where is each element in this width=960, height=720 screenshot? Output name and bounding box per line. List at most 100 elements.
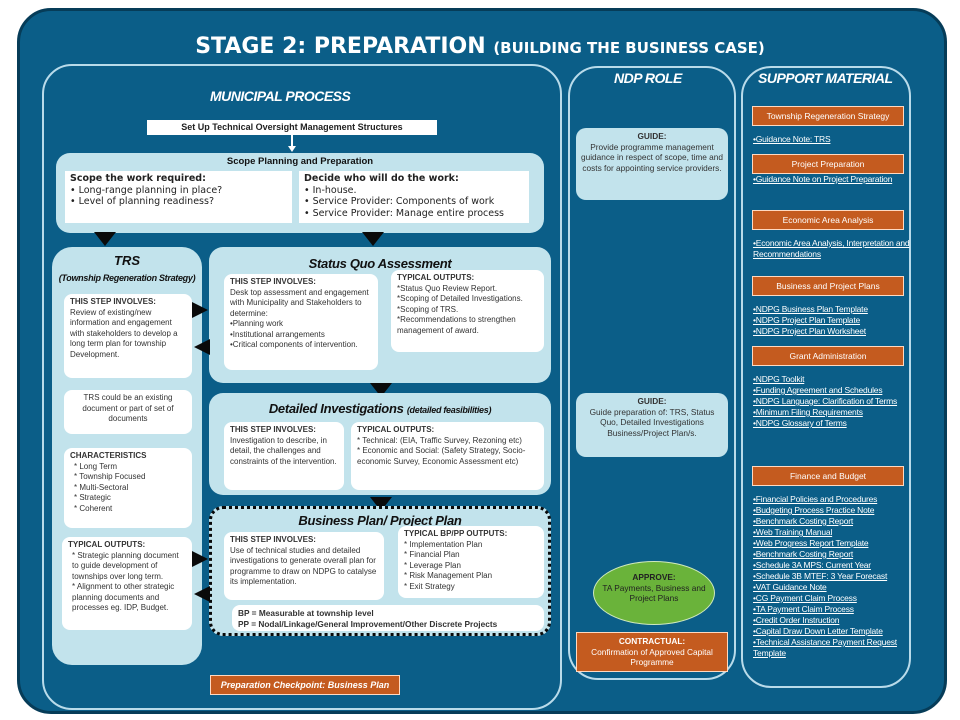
support-link[interactable]: •Benchmark Costing Report bbox=[753, 516, 854, 526]
support-links-1: •Guidance Note: TRS bbox=[753, 134, 911, 145]
trs-existing-note: TRS could be an existing document or par… bbox=[64, 390, 192, 434]
support-material-header: SUPPORT MATERIAL bbox=[758, 70, 893, 86]
support-category-3: Economic Area Analysis bbox=[752, 210, 904, 230]
business-involves-text: Use of technical studies and detailed in… bbox=[230, 545, 377, 587]
detailed-involves-text: Investigation to describe, in detail, th… bbox=[230, 435, 337, 466]
business-output-item: * Implementation Plan bbox=[404, 539, 483, 549]
support-links-5: •NDPG Toolkit•Funding Agreement and Sche… bbox=[753, 374, 911, 429]
support-link[interactable]: •Capital Draw Down Letter Template bbox=[753, 626, 883, 636]
page-title: STAGE 2: PREPARATION (BUILDING THE BUSIN… bbox=[195, 34, 765, 59]
support-link[interactable]: •CG Payment Claim Process bbox=[753, 593, 857, 603]
support-link[interactable]: •Credit Order Instruction bbox=[753, 615, 840, 625]
ndp-guide-2-text: Guide preparation of: TRS, Status Quo, D… bbox=[589, 406, 715, 438]
support-link[interactable]: •NDPG Glossary of Terms bbox=[753, 418, 847, 428]
trs-involves-heading: THIS STEP INVOLVES: bbox=[70, 297, 156, 306]
trs-subtitle: (Township Regeneration Strategy) bbox=[58, 273, 196, 283]
detailed-involves-box: THIS STEP INVOLVES: Investigation to des… bbox=[224, 422, 344, 490]
status-involves-item: •Institutional arrangements bbox=[230, 329, 325, 339]
ndp-role-header: NDP ROLE bbox=[614, 70, 682, 86]
scope-right-heading: Decide who will do the work: bbox=[304, 173, 459, 184]
support-link[interactable]: •Benchmark Costing Report bbox=[753, 549, 854, 559]
business-outputs-heading: TYPICAL BP/PP OUTPUTS: bbox=[404, 529, 508, 538]
scope-right-item: • Service Provider: Manage entire proces… bbox=[304, 207, 504, 219]
ndp-guide-2-heading: GUIDE: bbox=[637, 396, 667, 406]
status-quo-outputs-heading: TYPICAL OUTPUTS: bbox=[397, 273, 475, 282]
status-output-item: *Scoping of Detailed Investigations. bbox=[397, 294, 523, 303]
business-involves-box: THIS STEP INVOLVES: Use of technical stu… bbox=[224, 532, 384, 600]
business-bp-pp-box: BP = Measurable at township level PP = N… bbox=[232, 605, 544, 631]
ndp-guide-1-text: Provide programme management guidance in… bbox=[580, 141, 724, 173]
business-output-item: * Leverage Plan bbox=[404, 560, 461, 570]
support-link[interactable]: •Guidance Note on Project Preparation bbox=[753, 174, 893, 184]
scope-panel: Scope Planning and Preparation Scope the… bbox=[56, 153, 544, 233]
status-quo-title: Status Quo Assessment bbox=[308, 256, 452, 271]
municipal-process-header: MUNICIPAL PROCESS bbox=[210, 88, 351, 104]
pp-definition: PP = Nodal/Linkage/General Improvement/O… bbox=[238, 618, 498, 629]
status-quo-involves-heading: THIS STEP INVOLVES: bbox=[230, 277, 316, 286]
status-quo-involves-box: THIS STEP INVOLVES: Desk top assessment … bbox=[224, 274, 378, 370]
oversight-box: Set Up Technical Oversight Management St… bbox=[147, 120, 437, 135]
support-link[interactable]: •NDPG Business Plan Template bbox=[753, 304, 868, 314]
support-link[interactable]: •Budgeting Process Practice Note bbox=[753, 505, 875, 515]
support-links-2: •Guidance Note on Project Preparation bbox=[753, 174, 911, 185]
ndp-approve-oval: APPROVE: TA Payments, Business and Proje… bbox=[593, 561, 715, 625]
trs-involves-box: THIS STEP INVOLVES: Review of existing/n… bbox=[64, 294, 192, 378]
support-link[interactable]: •Schedule 3B MTEF: 3 Year Forecast bbox=[753, 571, 888, 581]
trs-outputs-box: TYPICAL OUTPUTS: * Strategic planning do… bbox=[62, 537, 192, 630]
support-links-4: •NDPG Business Plan Template•NDPG Projec… bbox=[753, 304, 911, 337]
support-link[interactable]: •NDPG Project Plan Worksheet bbox=[753, 326, 866, 336]
detailed-investigations-title-text: Detailed Investigations bbox=[268, 401, 404, 416]
support-link[interactable]: •NDPG Language: Clarification of Terms bbox=[753, 396, 898, 406]
detailed-outputs-heading: TYPICAL OUTPUTS: bbox=[357, 425, 435, 434]
detailed-involves-heading: THIS STEP INVOLVES: bbox=[230, 425, 316, 434]
support-links-6: •Financial Policies and Procedures•Budge… bbox=[753, 494, 911, 659]
status-output-item: *Recommendations to strengthen managemen… bbox=[397, 315, 516, 335]
status-output-item: *Status Quo Review Report. bbox=[397, 283, 498, 293]
scope-left-heading: Scope the work required: bbox=[70, 173, 206, 184]
support-link[interactable]: •Financial Policies and Procedures bbox=[753, 494, 878, 504]
scope-to-trs-arrow bbox=[94, 232, 116, 246]
trs-to-status-arrow bbox=[192, 302, 208, 318]
support-link[interactable]: •Guidance Note: TRS bbox=[753, 134, 831, 144]
ndp-contractual-box: CONTRACTUAL: Confirmation of Approved Ca… bbox=[576, 632, 728, 672]
scope-right-item: • In-house. bbox=[304, 184, 357, 196]
ndp-guide-1-heading: GUIDE: bbox=[637, 131, 667, 141]
trs-to-business-arrow bbox=[192, 551, 208, 567]
scope-left-item: • Level of planning readiness? bbox=[70, 196, 214, 207]
trs-characteristic-item: * Township Focused bbox=[74, 472, 146, 481]
support-category-2: Project Preparation bbox=[752, 154, 904, 174]
support-link[interactable]: •NDPG Project Plan Template bbox=[753, 315, 861, 325]
status-involves-item: •Critical components of intervention. bbox=[230, 340, 358, 349]
support-link[interactable]: •VAT Guidance Note bbox=[753, 582, 827, 592]
support-category-4: Business and Project Plans bbox=[752, 276, 904, 296]
ndp-guide-box-2: GUIDE: Guide preparation of: TRS, Status… bbox=[576, 393, 728, 457]
support-category-1: Township Regeneration Strategy bbox=[752, 106, 904, 126]
trs-characteristics-heading: CHARACTERISTICS bbox=[70, 451, 147, 460]
support-category-6: Finance and Budget bbox=[752, 466, 904, 486]
support-link[interactable]: •Technical Assistance Payment Request Te… bbox=[753, 637, 897, 658]
scope-right-item: • Service Provider: Components of work bbox=[304, 196, 495, 207]
support-link[interactable]: •TA Payment Claim Process bbox=[753, 604, 854, 614]
trs-characteristic-item: * Strategic bbox=[74, 493, 111, 502]
ndp-contractual-heading: CONTRACTUAL: bbox=[618, 636, 686, 646]
oversight-arrow bbox=[288, 146, 296, 152]
scope-to-status-arrow bbox=[362, 232, 384, 246]
support-link[interactable]: •Web Training Manual bbox=[753, 527, 833, 537]
business-to-trs-arrow bbox=[194, 586, 210, 602]
support-link[interactable]: •Web Progress Report Template bbox=[753, 538, 869, 548]
support-link[interactable]: •Schedule 3A MPS: Current Year bbox=[753, 560, 871, 570]
support-link[interactable]: •NDPG Toolkit bbox=[753, 374, 805, 384]
detailed-output-item: * Technical: (EIA, Traffic Survey, Rezon… bbox=[357, 435, 522, 445]
ndp-approve-text: TA Payments, Business and Project Plans bbox=[602, 582, 706, 604]
business-output-item: * Financial Plan bbox=[404, 550, 460, 559]
trs-characteristic-item: * Multi-Sectoral bbox=[74, 482, 129, 492]
support-link[interactable]: •Funding Agreement and Schedules bbox=[753, 385, 883, 395]
trs-output-item: * Alignment to other strategic planning … bbox=[72, 582, 175, 612]
support-link[interactable]: •Economic Area Analysis, Interpretation … bbox=[753, 238, 910, 259]
trs-existing-text: TRS could be an existing document or par… bbox=[82, 393, 174, 423]
trs-characteristic-item: * Long Term bbox=[74, 461, 117, 471]
support-link[interactable]: •Minimum Filing Requirements bbox=[753, 407, 863, 417]
trs-outputs-heading: TYPICAL OUTPUTS: bbox=[68, 540, 146, 549]
detailed-investigations-title: Detailed Investigations (detailed feasib… bbox=[209, 401, 551, 416]
trs-characteristics-box: CHARACTERISTICS * Long Term* Township Fo… bbox=[64, 448, 192, 528]
